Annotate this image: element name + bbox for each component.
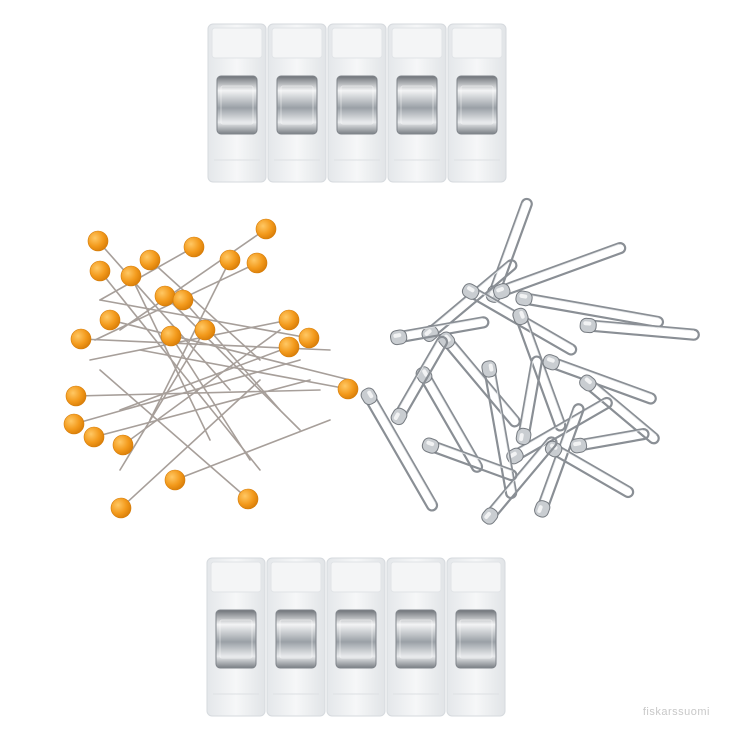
pin-head	[87, 230, 109, 252]
pin-shafts	[73, 228, 351, 509]
pin-shaft	[174, 419, 331, 481]
pin-head	[65, 385, 87, 407]
safety-pins	[360, 197, 700, 525]
pin-head	[255, 218, 277, 240]
pin-head	[278, 309, 300, 331]
pin-head	[194, 319, 216, 341]
pin-head	[63, 413, 85, 435]
clip	[446, 557, 506, 717]
pin-head	[237, 488, 259, 510]
safety-pin	[542, 354, 657, 405]
watermark-text: fiskarssuomi	[642, 706, 710, 718]
pin-heads	[63, 218, 359, 519]
safety-pin	[438, 331, 521, 428]
pin-head	[219, 249, 241, 271]
pin-head	[99, 309, 121, 331]
pin-shaft	[170, 335, 251, 461]
safety-pin	[389, 316, 490, 346]
pin-shaft	[99, 299, 310, 339]
pin-head	[89, 260, 111, 282]
bottom-clip-row	[206, 557, 506, 717]
pin-shaft	[120, 379, 261, 509]
pin-shaft	[130, 275, 211, 441]
safety-pin	[481, 436, 558, 525]
clip	[206, 557, 266, 717]
safety-pin	[579, 374, 660, 445]
pin-shaft	[99, 369, 249, 500]
pin-head	[172, 289, 194, 311]
pin-shaft	[73, 359, 301, 425]
clip	[207, 23, 267, 183]
pin-head	[160, 325, 182, 347]
pin-head	[298, 327, 320, 349]
clip	[326, 557, 386, 717]
pin-head	[120, 265, 142, 287]
pin-head	[337, 378, 359, 400]
clip	[327, 23, 387, 183]
pin-head	[139, 249, 161, 271]
safety-pin	[569, 428, 650, 454]
pin-shaft	[182, 299, 281, 411]
safety-pin	[493, 242, 627, 300]
clip	[267, 23, 327, 183]
pin-head	[112, 434, 134, 456]
safety-pin	[421, 437, 518, 482]
clip	[386, 557, 446, 717]
clip	[447, 23, 507, 183]
safety-pin	[579, 317, 700, 341]
pin-head	[183, 236, 205, 258]
pin-shaft	[119, 228, 267, 331]
pin-shaft	[93, 379, 311, 438]
safety-pin	[515, 355, 543, 446]
pin-shaft	[109, 319, 351, 381]
pin-head	[278, 336, 300, 358]
pin-head	[154, 285, 176, 307]
safety-pin	[512, 307, 567, 432]
pin-head	[70, 328, 92, 350]
pin-shaft	[122, 329, 281, 446]
safety-pin	[534, 403, 585, 518]
safety-pin	[360, 387, 439, 512]
safety-pin	[390, 335, 449, 426]
top-clip-row	[207, 23, 507, 183]
pin-shaft	[75, 389, 321, 397]
pin-shaft	[149, 259, 261, 361]
clip	[266, 557, 326, 717]
pin-head	[83, 426, 105, 448]
pin-shaft	[97, 240, 231, 391]
safety-pin	[481, 360, 518, 500]
clip	[387, 23, 447, 183]
pin-head	[246, 252, 268, 274]
pin-head	[110, 497, 132, 519]
pin-shaft	[119, 329, 206, 471]
pin-head	[164, 469, 186, 491]
